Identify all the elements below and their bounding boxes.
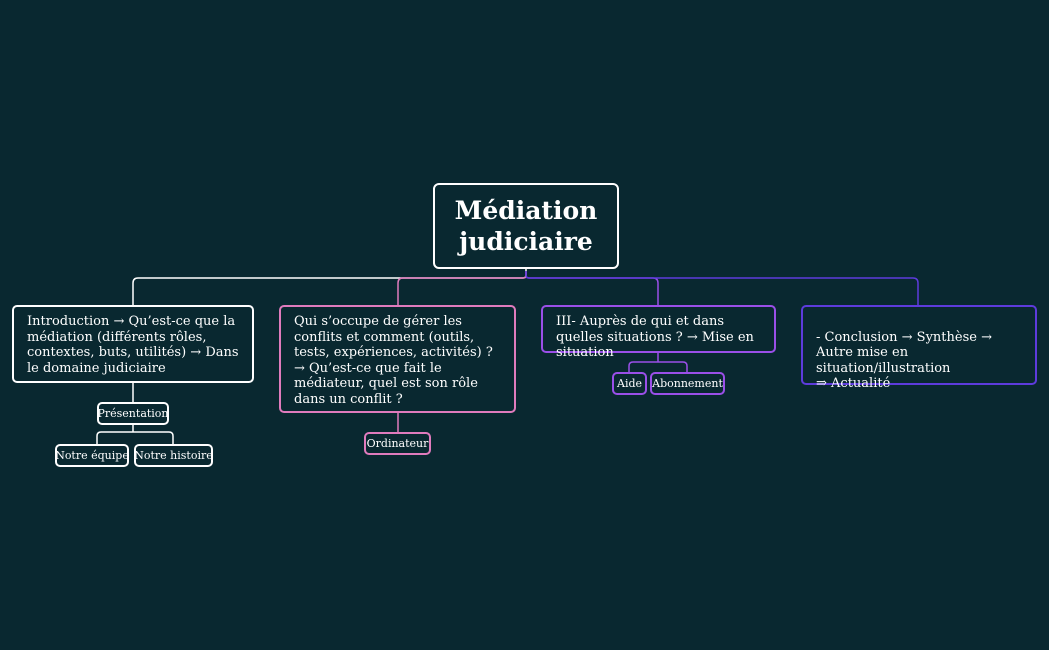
root-title: Médiation judiciaire xyxy=(454,196,598,256)
subnode-ordinateur[interactable]: Ordinateur xyxy=(364,432,431,455)
subnode-label: Notre histoire xyxy=(134,448,213,462)
subnode-abonnement[interactable]: Abonnement xyxy=(650,372,725,395)
branch-label: Introduction → Qu’est-ce que la médiatio… xyxy=(27,314,239,376)
subnode-label: Ordinateur xyxy=(366,436,429,450)
branch-conclusion[interactable]: - Conclusion → Synthèse → Autre mise en … xyxy=(801,305,1037,391)
connector-branch-3-children xyxy=(628,353,688,372)
subnode-label: Présentation xyxy=(97,406,169,420)
subnode-aide[interactable]: Aide xyxy=(612,372,647,395)
connector-root-branch-4 xyxy=(525,271,919,305)
subnode-notre-equipe[interactable]: Notre équipe xyxy=(55,444,129,467)
subnode-presentation[interactable]: Présentation xyxy=(97,402,169,425)
connector-root-branch-2 xyxy=(397,271,527,305)
branch-label: III- Auprès de qui et dans quelles situa… xyxy=(556,314,754,360)
subnode-label: Notre équipe xyxy=(55,448,129,462)
root-node[interactable]: Médiation judiciaire xyxy=(433,183,619,269)
connector-root-branch-3 xyxy=(525,271,659,305)
subnode-label: Abonnement xyxy=(652,376,723,390)
subnode-label: Aide xyxy=(617,376,643,390)
branch-qui-soccupe[interactable]: Qui s’occupe de gérer les conflits et co… xyxy=(279,305,516,413)
branch-introduction[interactable]: Introduction → Qu’est-ce que la médiatio… xyxy=(12,305,254,383)
subnode-notre-histoire[interactable]: Notre histoire xyxy=(134,444,213,467)
connector-root-branch-1 xyxy=(132,269,527,305)
branch-label: - Conclusion → Synthèse → Autre mise en … xyxy=(816,329,992,392)
connector-presentation-children xyxy=(96,425,174,444)
branch-aupres-de-qui[interactable]: III- Auprès de qui et dans quelles situa… xyxy=(541,305,776,360)
branch-label: Qui s’occupe de gérer les conflits et co… xyxy=(294,314,493,407)
